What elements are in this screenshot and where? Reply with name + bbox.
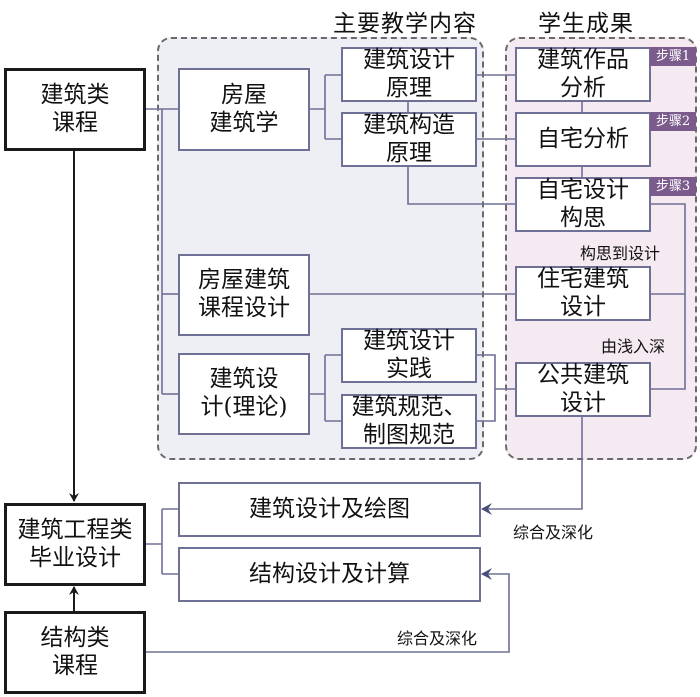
student-outcomes-header: 学生成果 bbox=[538, 11, 634, 37]
step-badge-1: 步骤1 bbox=[650, 47, 696, 66]
note-concept-to-design: 构思到设计 bbox=[580, 244, 661, 263]
arrow-public-to-arch-drawing bbox=[481, 416, 583, 515]
line-building-arch-branch bbox=[309, 74, 341, 140]
node-arch-codes-drawing-codes: 建筑规范、 制图规范 bbox=[341, 394, 477, 449]
note-synthesis-deepening-2: 综合及深化 bbox=[397, 629, 478, 648]
node-arch-construction-principles: 建筑构造 原理 bbox=[341, 112, 477, 167]
node-arch-design-theory: 建筑设 计(理论) bbox=[178, 353, 310, 435]
node-own-house-analysis: 自宅分析 bbox=[515, 112, 651, 167]
note-synthesis-deepening-1: 综合及深化 bbox=[513, 523, 594, 542]
line-practice-codes-to-public bbox=[476, 354, 515, 422]
node-works-analysis: 建筑作品 分析 bbox=[515, 47, 651, 102]
arrow-structural-to-calc bbox=[145, 568, 510, 653]
node-residential-design: 住宅建筑 设计 bbox=[515, 266, 651, 321]
step-badge-2: 步骤2 bbox=[650, 112, 696, 131]
line-design-theory-branch bbox=[309, 354, 341, 422]
node-arch-design-drawing: 建筑设计及绘图 bbox=[178, 482, 481, 537]
node-arch-design-practice: 建筑设计 实践 bbox=[341, 328, 477, 383]
node-building-architecture: 房屋 建筑学 bbox=[178, 68, 310, 151]
node-building-course-design: 房屋建筑 课程设计 bbox=[178, 254, 310, 336]
node-graduation-design: 建筑工程类 毕业设计 bbox=[4, 503, 146, 586]
node-public-building-design: 公共建筑 设计 bbox=[515, 362, 651, 417]
line-construction-to-concept bbox=[407, 166, 515, 205]
line-graduation-branch bbox=[145, 508, 178, 575]
main-content-header: 主要教学内容 bbox=[333, 11, 477, 37]
node-structural-courses: 结构类 课程 bbox=[4, 611, 146, 694]
step-badge-3: 步骤3 bbox=[650, 177, 696, 196]
node-own-house-concept: 自宅设计 构思 bbox=[515, 177, 651, 232]
node-arch-design-principles: 建筑设计 原理 bbox=[341, 47, 477, 102]
node-structural-design-calc: 结构设计及计算 bbox=[178, 547, 481, 602]
note-shallow-to-deep: 由浅入深 bbox=[601, 337, 666, 356]
node-arch-courses: 建筑类 课程 bbox=[4, 68, 146, 151]
line-right-loop bbox=[650, 203, 686, 390]
